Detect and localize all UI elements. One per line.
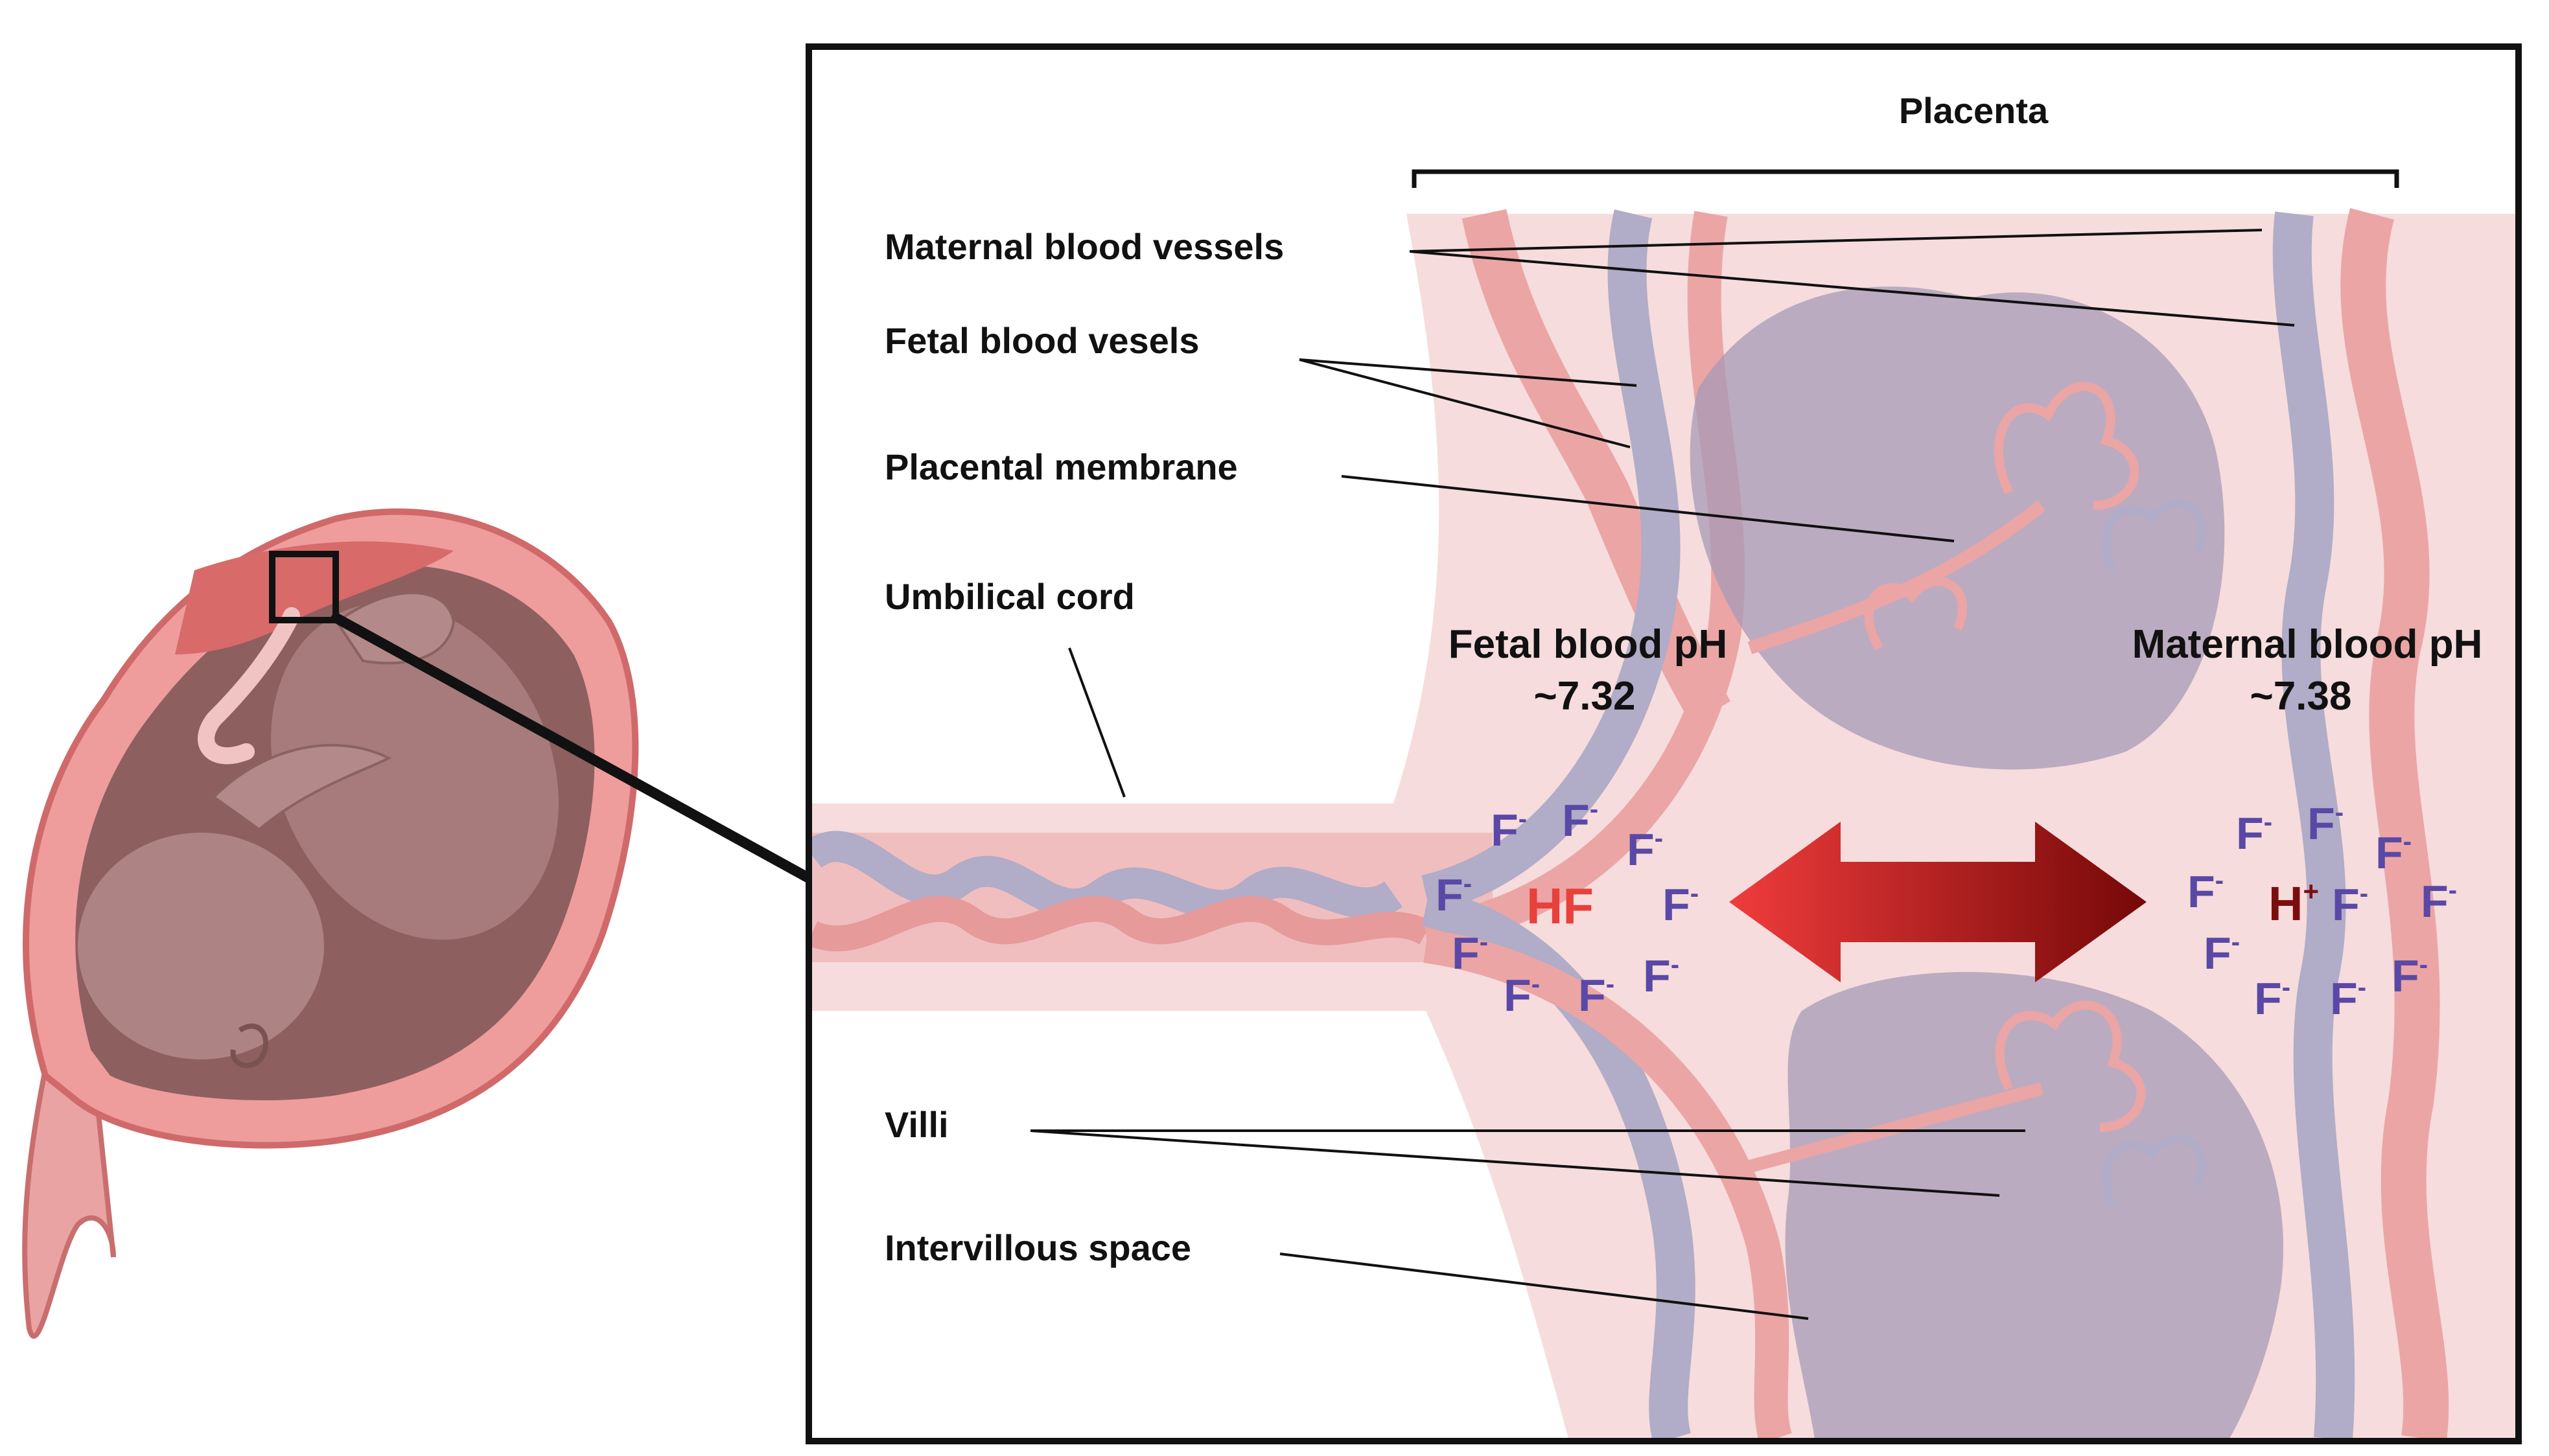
villi-loop-4 [1995, 1000, 2146, 1132]
fluoride-ion: F- [2330, 973, 2366, 1024]
fluoride-ion: F- [1562, 795, 1598, 846]
fluoride-ion: F- [1504, 970, 1540, 1021]
maternal-ph-title: Maternal blood pH [2132, 622, 2483, 667]
fluoride-ion: F- [1436, 870, 1472, 920]
villi-branch [1747, 500, 2046, 1173]
fetal-ph-value: ~7.32 [1534, 674, 1636, 719]
villi-loop-2 [2101, 499, 2207, 573]
placental-membrane-label: Placental membrane [885, 446, 1238, 487]
cord-artery [812, 896, 1432, 952]
fetus-arm [211, 744, 392, 831]
placenta-bracket [1412, 169, 2399, 188]
maternal-ph-value: ~7.38 [2250, 674, 2352, 719]
fluoride-ion: F- [2332, 879, 2368, 930]
zoom-connector [329, 610, 815, 885]
fluoride-ion: F- [2307, 798, 2344, 849]
cervix [22, 1065, 116, 1339]
fetal-ions: F- F- F- F- F- F- F- F- F- HF [1436, 795, 1699, 1021]
villi-loop-3 [1864, 577, 1968, 651]
fetus-leg [335, 592, 456, 665]
intervillous-space-upper [1690, 286, 2225, 770]
fetal-vessels-label: Fetal blood vesels [885, 320, 1200, 361]
fetal-artery-upper [1423, 211, 1745, 950]
zoom-box [269, 551, 339, 623]
fetal-ph-title: Fetal blood pH [1449, 622, 1728, 667]
fluoride-ion: F- [1452, 928, 1488, 978]
placenta-detail [812, 208, 2515, 1438]
placenta-label: Placenta [1899, 90, 2049, 131]
fetal-vein-upper [1421, 209, 1681, 914]
villi-loop-1 [1994, 382, 2139, 510]
fluoride-ion: F- [2204, 928, 2240, 978]
fluoride-ion: F- [1578, 970, 1614, 1021]
maternal-vein-right [2272, 211, 2355, 1438]
fetal-artery-lower [1423, 929, 1792, 1438]
leader-lines [1030, 229, 2295, 1320]
villi-loop-5 [2101, 1134, 2207, 1208]
fetus-ear [230, 1023, 268, 1069]
hf-molecule: HF [1526, 877, 1594, 934]
hydrogen-ion: H+ [2268, 876, 2319, 930]
fluoride-ion: F- [2236, 808, 2272, 859]
fluoride-ion: F- [1491, 805, 1527, 855]
cord-vein [812, 831, 1403, 921]
maternal-vessels-label: Maternal blood vessels [885, 226, 1284, 267]
fetus-body [271, 602, 559, 940]
umbilical-cord-label: Umbilical cord [885, 576, 1135, 617]
fluoride-ion: F- [2375, 827, 2412, 878]
maternal-ions: F- F- F- F- F- F- F- F- F- F- H+ [2187, 798, 2457, 1024]
placenta-small [175, 541, 454, 654]
maternal-artery-right [2340, 208, 2449, 1438]
exchange-arrow [1729, 822, 2147, 982]
fluoride-ion: F- [1627, 824, 1663, 875]
fluoride-ion: F- [2254, 973, 2290, 1024]
fluoride-ion: F- [1662, 879, 1699, 930]
fluoride-ion: F- [2421, 876, 2457, 927]
fluoride-ion: F- [2392, 951, 2428, 1001]
umbilical-cord-small [198, 607, 300, 765]
fluoride-ion: F- [2187, 866, 2224, 917]
maternal-artery-left [1461, 209, 1731, 725]
fluoride-ion: F- [1643, 951, 1679, 1001]
fetus-head [78, 833, 324, 1059]
intervillous-space-label: Intervillous space [885, 1227, 1191, 1268]
intervillous-space-lower [1785, 972, 2283, 1438]
uterus-illustration [22, 508, 815, 1339]
villi-label: Villi [885, 1104, 949, 1145]
